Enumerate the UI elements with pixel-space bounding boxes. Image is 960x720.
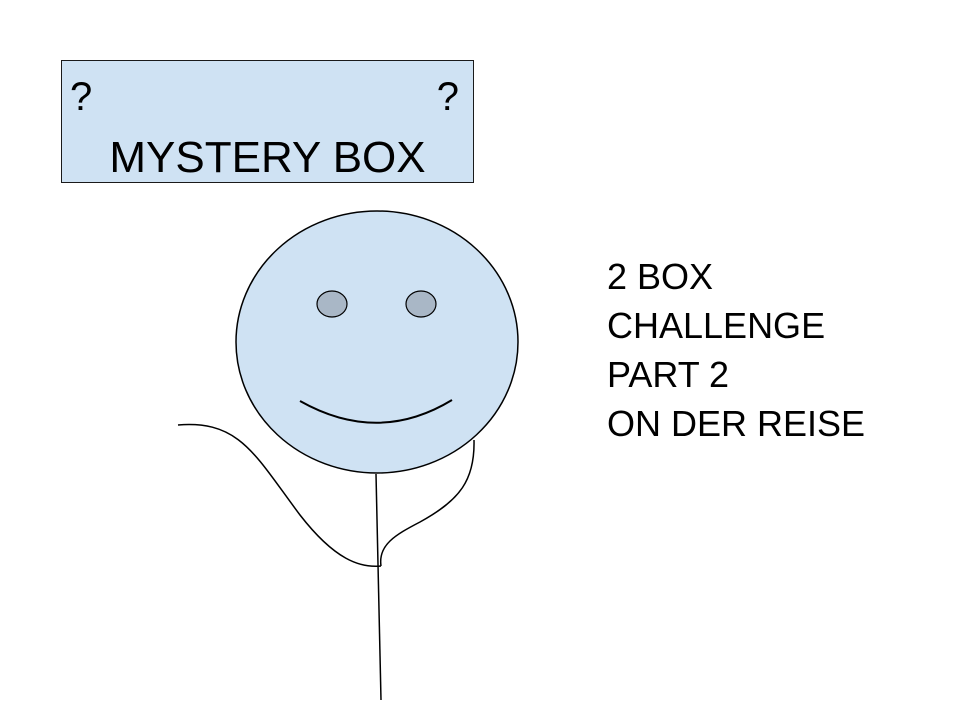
question-mark-right: ? <box>436 75 459 119</box>
left-arm <box>177 423 382 568</box>
smile <box>299 399 453 424</box>
caption: 2 BOX CHALLENGE PART 2 ON DER REISE <box>607 252 865 448</box>
right-eye <box>405 290 437 318</box>
caption-line: PART 2 <box>607 354 730 395</box>
right-arm <box>379 439 475 567</box>
question-mark-left: ? <box>70 75 93 119</box>
body-line <box>375 473 382 701</box>
caption-line: 2 BOX <box>607 256 714 297</box>
caption-line: ON DER REISE <box>607 403 866 444</box>
head <box>235 210 519 474</box>
mystery-box: ? ? MYSTERY BOX <box>61 60 474 183</box>
mystery-box-title: MYSTERY BOX <box>109 133 426 182</box>
caption-line: CHALLENGE <box>607 305 826 346</box>
left-eye <box>316 290 348 318</box>
